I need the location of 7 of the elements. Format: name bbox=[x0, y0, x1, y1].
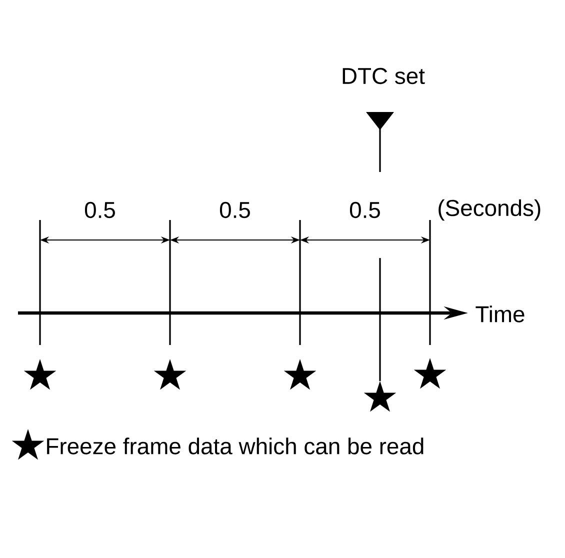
legend-text: Freeze frame data which can be read bbox=[47, 438, 424, 454]
label-text: 0.5 bbox=[350, 202, 380, 218]
label-text: 0.5 bbox=[220, 202, 250, 218]
label-text: (Seconds) bbox=[438, 199, 540, 221]
label-text: 0.5 bbox=[84, 202, 115, 218]
label-text: DTC set bbox=[342, 68, 425, 84]
label-text: Time bbox=[476, 306, 524, 322]
